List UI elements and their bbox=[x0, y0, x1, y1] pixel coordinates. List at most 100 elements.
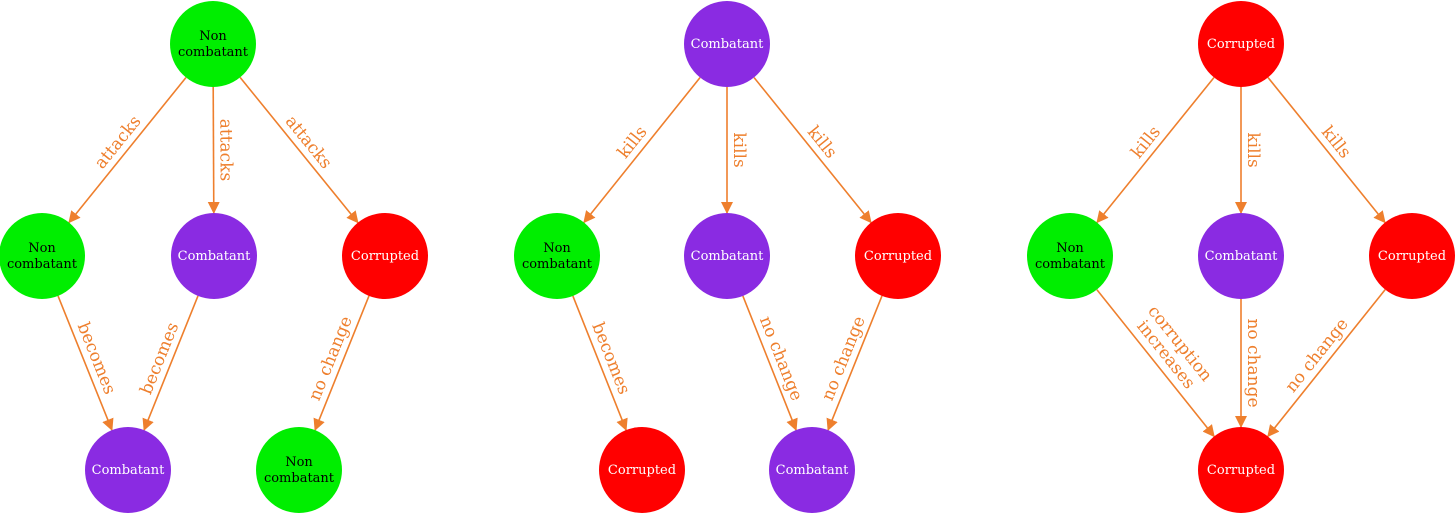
edge-arrow bbox=[313, 295, 370, 432]
node-mid-corrupted: Corrupted bbox=[342, 213, 428, 299]
node-label: Combatant bbox=[691, 37, 765, 52]
edge-label: corruptionincreases bbox=[1130, 301, 1217, 396]
edge-mid-corrupted-to-out-non-combatant: no change bbox=[305, 295, 370, 432]
corrupted-node bbox=[855, 213, 941, 299]
edge-label: becomes bbox=[588, 320, 634, 398]
node-label-line: Corrupted bbox=[1207, 37, 1275, 52]
node-label-line: Corrupted bbox=[1207, 463, 1275, 478]
edge-root-to-mid-corrupted: attacks bbox=[239, 76, 359, 224]
edge-label-line: attacks bbox=[216, 119, 236, 182]
node-label-line: Combatant bbox=[691, 249, 765, 264]
corrupted-node bbox=[599, 427, 685, 513]
edge-arrow bbox=[742, 295, 798, 431]
edge-mid-corrupted-to-out-combatant: no change bbox=[818, 295, 883, 432]
edge-label: kills bbox=[1244, 132, 1264, 167]
edge-label-line: kills bbox=[803, 122, 841, 162]
node-label: Corrupted bbox=[1207, 37, 1275, 52]
edge-label: kills bbox=[613, 122, 651, 162]
node-label-line: Non bbox=[285, 455, 313, 470]
node-label-line: combatant bbox=[522, 257, 593, 272]
edge-label-line: kills bbox=[1244, 132, 1264, 167]
node-mid-corrupted: Corrupted bbox=[1369, 213, 1455, 299]
edge-label-line: kills bbox=[1317, 122, 1355, 162]
edge-arrow bbox=[239, 76, 359, 224]
corrupted-node bbox=[1198, 1, 1284, 87]
node-label: Combatant bbox=[1205, 249, 1279, 264]
edge-root-to-mid-corrupted: kills bbox=[1267, 76, 1386, 224]
edge-label: kills bbox=[803, 122, 841, 162]
edge-label-line: becomes bbox=[73, 320, 120, 398]
node-mid-corrupted: Corrupted bbox=[855, 213, 941, 299]
node-out-corrupted: Corrupted bbox=[599, 427, 685, 513]
node-label-line: Combatant bbox=[691, 37, 765, 52]
edge-label: attacks bbox=[281, 112, 336, 173]
edge-label: no change bbox=[1244, 318, 1264, 407]
edge-root-to-mid-non-combatant: kills bbox=[583, 77, 701, 224]
node-label-line: Non bbox=[543, 241, 571, 256]
node-label-line: Non bbox=[199, 29, 227, 44]
edge-label-line: attacks bbox=[281, 112, 336, 173]
node-label: Corrupted bbox=[608, 463, 676, 478]
node-root: Corrupted bbox=[1198, 1, 1284, 87]
non-combatant-node bbox=[256, 427, 342, 513]
edge-arrow bbox=[753, 76, 872, 224]
node-label-line: Corrupted bbox=[1378, 249, 1446, 264]
node-label-line: Combatant bbox=[178, 249, 252, 264]
node-label-line: Corrupted bbox=[608, 463, 676, 478]
combatant-node bbox=[684, 1, 770, 87]
corrupted-node bbox=[1369, 213, 1455, 299]
edge-mid-combatant-to-out-corrupted: no change bbox=[1235, 299, 1264, 428]
node-root: Combatant bbox=[684, 1, 770, 87]
non-combatant-node bbox=[170, 1, 256, 87]
node-label: Corrupted bbox=[864, 249, 932, 264]
edge-root-to-mid-corrupted: kills bbox=[753, 76, 872, 224]
node-label-line: Corrupted bbox=[351, 249, 419, 264]
node-out-combatant: Combatant bbox=[85, 427, 171, 513]
edge-arrow bbox=[572, 295, 628, 431]
node-label-line: Non bbox=[1056, 241, 1084, 256]
edge-arrow bbox=[1267, 76, 1386, 224]
node-label: Combatant bbox=[92, 463, 166, 478]
non-combatant-node bbox=[1027, 213, 1113, 299]
edge-mid-non-combatant-to-out-corrupted: becomes bbox=[572, 295, 634, 431]
node-label: Combatant bbox=[776, 463, 850, 478]
corrupted-node bbox=[1198, 427, 1284, 513]
edge-label: kills bbox=[1127, 122, 1165, 162]
edge-label-line: no change bbox=[1281, 314, 1352, 396]
edge-arrow bbox=[1096, 289, 1215, 438]
edge-arrow bbox=[1096, 76, 1215, 224]
edge-label-line: becomes bbox=[588, 320, 634, 398]
edge-arrow bbox=[57, 295, 114, 432]
edge-label-line: kills bbox=[1127, 122, 1165, 162]
edge-root-to-mid-non-combatant: attacks bbox=[68, 76, 187, 224]
combatant-node bbox=[769, 427, 855, 513]
edge-arrow bbox=[142, 295, 199, 432]
edge-label-line: kills bbox=[730, 132, 750, 167]
node-mid-combatant: Combatant bbox=[684, 213, 770, 299]
node-label-line: Non bbox=[28, 241, 56, 256]
combatant-node bbox=[1198, 213, 1284, 299]
node-label-line: combatant bbox=[1035, 257, 1106, 272]
node-label: Corrupted bbox=[351, 249, 419, 264]
node-out-combatant: Combatant bbox=[769, 427, 855, 513]
node-mid-combatant: Combatant bbox=[1198, 213, 1284, 299]
node-label-line: combatant bbox=[178, 45, 249, 60]
edge-mid-combatant-to-out-combatant: no change bbox=[742, 295, 807, 431]
combatant-node bbox=[85, 427, 171, 513]
edge-arrow bbox=[68, 76, 187, 224]
edge-label: no change bbox=[1281, 314, 1352, 396]
edge-label: kills bbox=[1317, 122, 1355, 162]
edge-mid-non-combatant-to-out-corrupted: corruptionincreases bbox=[1096, 289, 1217, 438]
node-label-line: Combatant bbox=[92, 463, 166, 478]
edge-label-line: no change bbox=[755, 313, 806, 403]
node-label: Corrupted bbox=[1207, 463, 1275, 478]
